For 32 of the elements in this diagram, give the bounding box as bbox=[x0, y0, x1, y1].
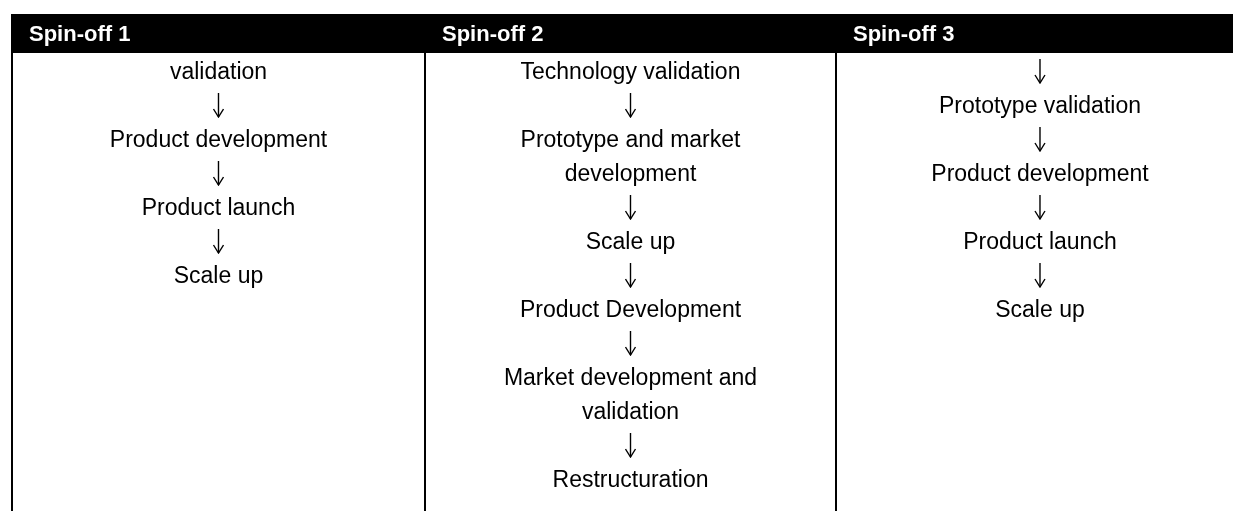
arrow bbox=[1034, 126, 1046, 152]
arrow bbox=[1034, 58, 1046, 84]
column-header: Spin-off 3 bbox=[835, 14, 1233, 53]
step-text: Scale up bbox=[585, 224, 676, 258]
table-column bbox=[424, 14, 835, 511]
arrow bbox=[212, 228, 225, 254]
arrow bbox=[624, 262, 637, 288]
step-text: Product development bbox=[931, 156, 1149, 190]
step-text: Scale up bbox=[995, 292, 1085, 326]
table-column bbox=[835, 14, 1233, 511]
step-text: Prototype validation bbox=[939, 88, 1141, 122]
step-text: Product Development bbox=[519, 292, 742, 326]
arrow bbox=[624, 194, 637, 220]
arrow bbox=[212, 92, 225, 118]
step-text: Product launch bbox=[963, 224, 1117, 258]
arrow bbox=[624, 330, 637, 356]
column-header: Spin-off 2 bbox=[424, 14, 835, 53]
arrow bbox=[624, 432, 637, 458]
step-text: Technology validation bbox=[520, 54, 741, 88]
step-text: Market development and validation bbox=[490, 360, 771, 428]
arrow bbox=[624, 92, 637, 118]
step-text: Product development bbox=[109, 122, 328, 156]
arrow bbox=[1034, 194, 1046, 220]
arrow bbox=[1034, 262, 1046, 288]
step-text: Restructuration bbox=[552, 462, 709, 496]
step-text: validation bbox=[169, 54, 268, 88]
column-header: Spin-off 1 bbox=[11, 14, 424, 53]
step-text: Product launch bbox=[141, 190, 296, 224]
table-column bbox=[11, 14, 424, 511]
step-text: Prototype and market development bbox=[490, 122, 771, 190]
step-text: Scale up bbox=[173, 258, 264, 292]
arrow bbox=[212, 160, 225, 186]
